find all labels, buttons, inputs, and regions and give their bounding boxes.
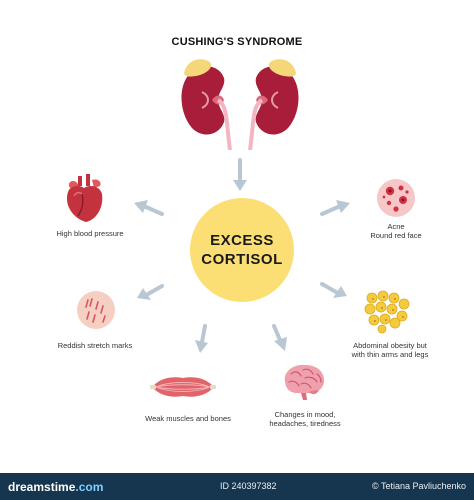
- fat-cells-icon: [364, 290, 410, 334]
- arrow-to-face: [320, 200, 350, 216]
- abdominal-obesity-label-line-1: Abdominal obesity but: [353, 341, 427, 350]
- mood-changes-label-line-2: headaches, tiredness: [269, 419, 341, 428]
- weak-muscles-label: Weak muscles and bones: [145, 414, 231, 423]
- footer-image-id: ID 240397382: [220, 481, 277, 491]
- center-line-1: EXCESS: [210, 232, 274, 249]
- center-line-2: CORTISOL: [201, 251, 283, 268]
- abdominal-obesity-label-line-2: with thin arms and legs: [351, 350, 429, 359]
- brain-icon: [284, 364, 325, 400]
- arrow-to-belly: [320, 282, 347, 298]
- brand-domain: .com: [75, 480, 104, 494]
- high-blood-pressure-label: High blood pressure: [56, 229, 124, 238]
- brand-name: dreamstime: [8, 480, 76, 494]
- acne-label-line-1: Acne: [387, 222, 405, 231]
- stretch-marks-label: Reddish stretch marks: [57, 341, 133, 350]
- acne-skin-icon: [377, 179, 415, 217]
- footer-bar: dreamstime.com ID 240397382 © Tetiana Pa…: [0, 473, 474, 500]
- arrow-to-brain: [272, 324, 287, 351]
- kidneys-illustration: [181, 59, 299, 150]
- stretch-marks-skin-icon: [77, 291, 115, 329]
- acne-label-line-2: Round red face: [370, 231, 422, 240]
- excess-cortisol-circle: EXCESS CORTISOL: [190, 198, 294, 302]
- diagram-title: CUSHING'S SYNDROME: [171, 36, 303, 48]
- arrow-to-muscles: [195, 324, 208, 353]
- arrow-top: [233, 158, 247, 191]
- mood-changes-label-line-1: Changes in mood,: [274, 410, 336, 419]
- muscle-icon: [150, 377, 216, 397]
- arrow-to-heart: [134, 200, 164, 216]
- heart-icon: [66, 174, 103, 222]
- arrow-to-skin: [137, 284, 164, 300]
- footer-brand: dreamstime.com: [8, 480, 103, 494]
- footer-author: © Tetiana Pavliuchenko: [371, 481, 466, 491]
